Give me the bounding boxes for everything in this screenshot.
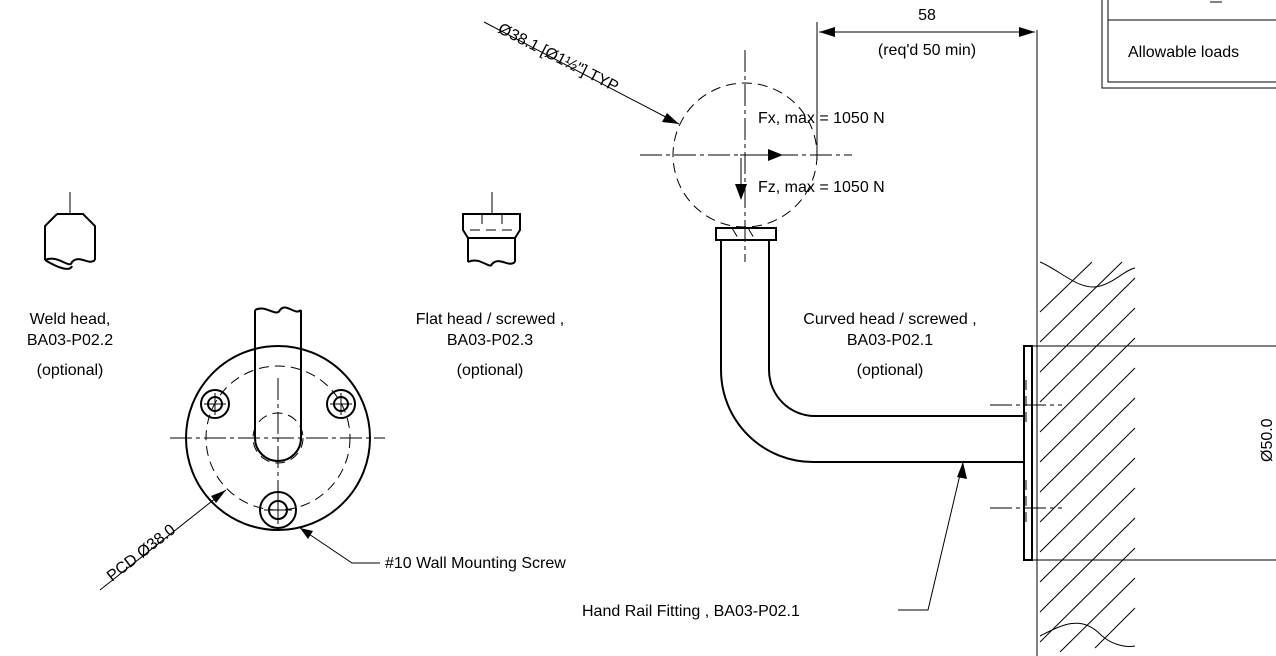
curved-head (715, 227, 777, 241)
weld-head-line1: Weld head, (30, 311, 111, 328)
screw-callout: #10 Wall Mounting Screw (299, 527, 566, 572)
curved-head-line1: Curved head / screwed , (803, 311, 976, 328)
pcd-dimension: PCD Ø38.0 (99, 489, 227, 591)
tube-section: Fx, max = 1050 N Fz, max = 1050 N (640, 50, 885, 262)
fitting-label: Hand Rail Fitting , BA03-P02.1 (582, 603, 800, 620)
wall-section (1036, 30, 1136, 656)
curved-head-line2: BA03-P02.1 (847, 332, 933, 349)
flat-head-icon: Flat head / screwed , BA03-P02.3 (option… (416, 192, 565, 379)
allowable-loads-table: Allowable loads (1101, 0, 1276, 89)
curved-head-line3: (optional) (857, 362, 924, 379)
fx-label: Fx, max = 1050 N (758, 110, 885, 127)
weld-head-icon: Weld head, BA03-P02.2 (optional) (27, 192, 113, 379)
curved-head-label: Curved head / screwed , BA03-P02.1 (opti… (803, 311, 976, 379)
width-dimension: 58 (req'd 50 min) (816, 7, 1035, 160)
flat-head-line3: (optional) (457, 362, 524, 379)
pcd-label: PCD Ø38.0 (104, 521, 179, 585)
wall-plate-front (170, 306, 385, 531)
flat-head-line1: Flat head / screwed , (416, 311, 565, 328)
allowable-loads-label: Allowable loads (1128, 44, 1239, 61)
plate-diameter-label: Ø50.0 (1259, 418, 1276, 462)
fitting-callout: Hand Rail Fitting , BA03-P02.1 (582, 461, 967, 620)
weld-head-line2: BA03-P02.2 (27, 332, 113, 349)
screw-label: #10 Wall Mounting Screw (385, 555, 566, 572)
bracket-arm (720, 239, 1024, 463)
wall-plate-side: Ø50.0 (990, 345, 1276, 561)
fz-label: Fz, max = 1050 N (758, 179, 885, 196)
tube-diameter-label: Ø38.1 [Ø1½"] TYP (495, 20, 621, 95)
width-note: (req'd 50 min) (878, 42, 976, 59)
width-value: 58 (918, 7, 936, 24)
tube-diameter-dimension: Ø38.1 [Ø1½"] TYP (483, 20, 680, 125)
weld-head-line3: (optional) (37, 362, 104, 379)
flat-head-line2: BA03-P02.3 (447, 332, 533, 349)
